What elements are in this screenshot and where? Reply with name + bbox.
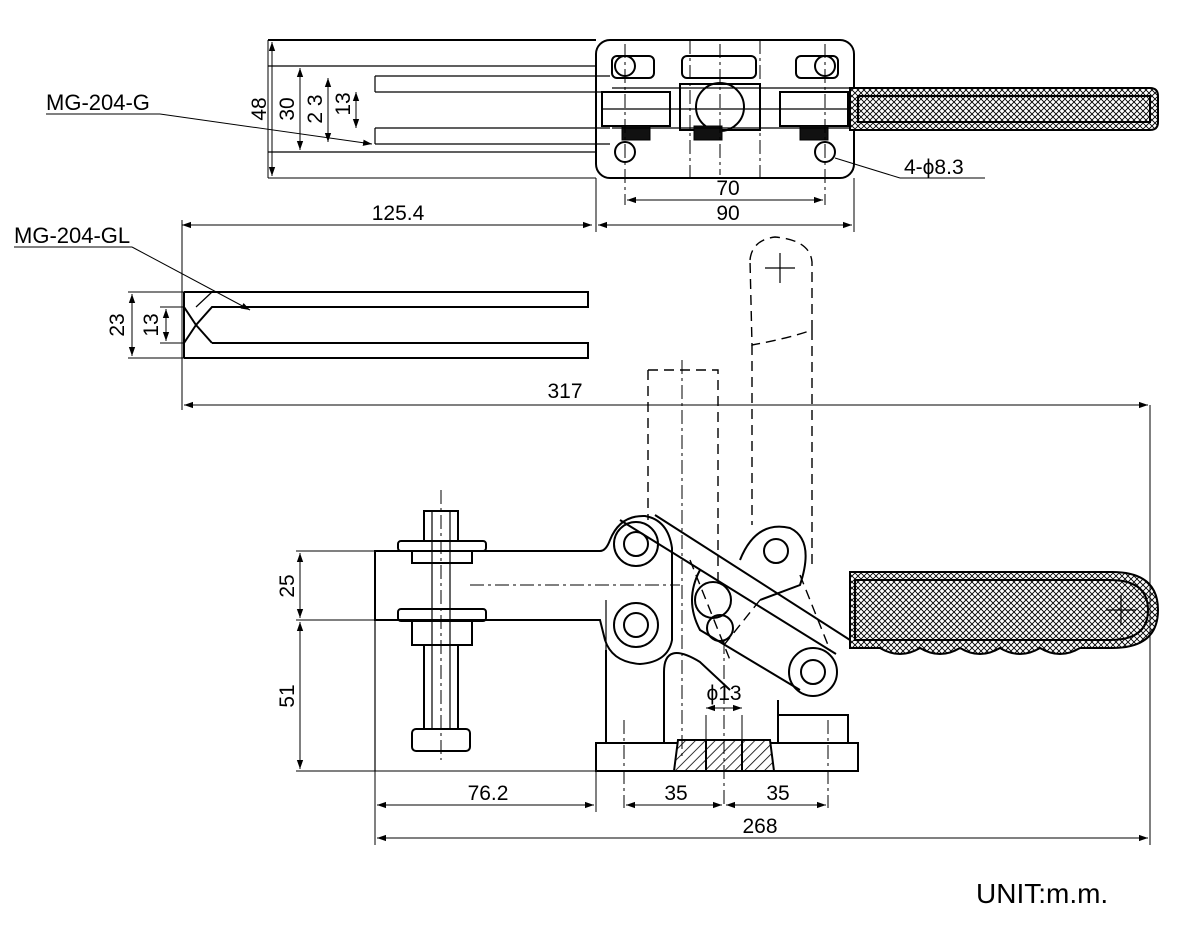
dim-top-48: 48	[248, 97, 271, 120]
top-mechanism	[601, 55, 850, 141]
side-phantom-handle	[749, 236, 813, 346]
dim-arm-13: 13	[140, 313, 163, 336]
arm-view: 125.4 23 13 MG-204-GL 317	[14, 202, 1148, 410]
dim-arm-23: 23	[106, 313, 129, 336]
dim-arm-125: 125.4	[372, 202, 425, 225]
dim-side-51: 51	[276, 684, 299, 707]
dim-top-holes: 4-ϕ8.3	[904, 156, 964, 179]
dim-top-23: 2 3	[304, 94, 327, 123]
dim-side-268: 268	[742, 815, 777, 838]
top-arm-rails	[268, 39, 610, 153]
dim-top-70: 70	[716, 177, 739, 200]
side-clamp-arm	[374, 514, 673, 666]
dim-side-35b: 35	[766, 782, 789, 805]
dim-side-25: 25	[276, 574, 299, 597]
dim-side-35a: 35	[664, 782, 687, 805]
side-view: 25 51 ϕ13 76.2 35 35 268	[276, 236, 1160, 845]
top-view: 48 30 2 3 13 70 90 4-ϕ8.3 MG-204-G	[46, 39, 1159, 232]
dim-top-30: 30	[276, 97, 299, 120]
label-mg-204-g: MG-204-G	[46, 90, 150, 115]
arm-bars	[183, 291, 589, 359]
side-linkage	[619, 514, 851, 691]
unit-note: UNIT:m.m.	[976, 878, 1108, 909]
label-mg-204-gl: MG-204-GL	[14, 223, 130, 248]
side-pivots	[613, 521, 838, 697]
top-handle-grip	[849, 87, 1159, 131]
side-spindle	[397, 510, 487, 752]
dim-top-90: 90	[716, 202, 739, 225]
dim-side-bore: ϕ13	[706, 682, 741, 705]
side-bracket	[605, 650, 849, 743]
side-handle-grip	[849, 571, 1160, 655]
dim-317: 317	[547, 380, 582, 403]
dim-top-13: 13	[332, 92, 355, 115]
dim-side-76: 76.2	[468, 782, 509, 805]
side-phantom-arm	[647, 369, 719, 580]
